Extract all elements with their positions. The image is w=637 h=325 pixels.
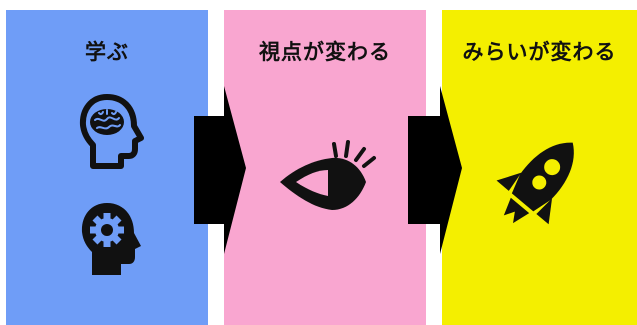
panel-view: 視点が変わる [224,10,426,325]
panel-title-view: 視点が変わる [259,40,391,64]
panel-title-future: みらいが変わる [462,40,617,64]
panel-title-learn: 学ぶ [85,40,129,64]
brain-head-icon [79,94,144,169]
gear-head-icon [81,203,141,275]
rocket-icon [496,142,574,225]
panel-learn: 学ぶ [6,10,208,325]
eye-icon [280,140,376,210]
arrow-view-to-future [408,86,462,254]
panel-future: みらいが変わる [442,10,637,325]
arrow-learn-to-view [194,86,246,254]
